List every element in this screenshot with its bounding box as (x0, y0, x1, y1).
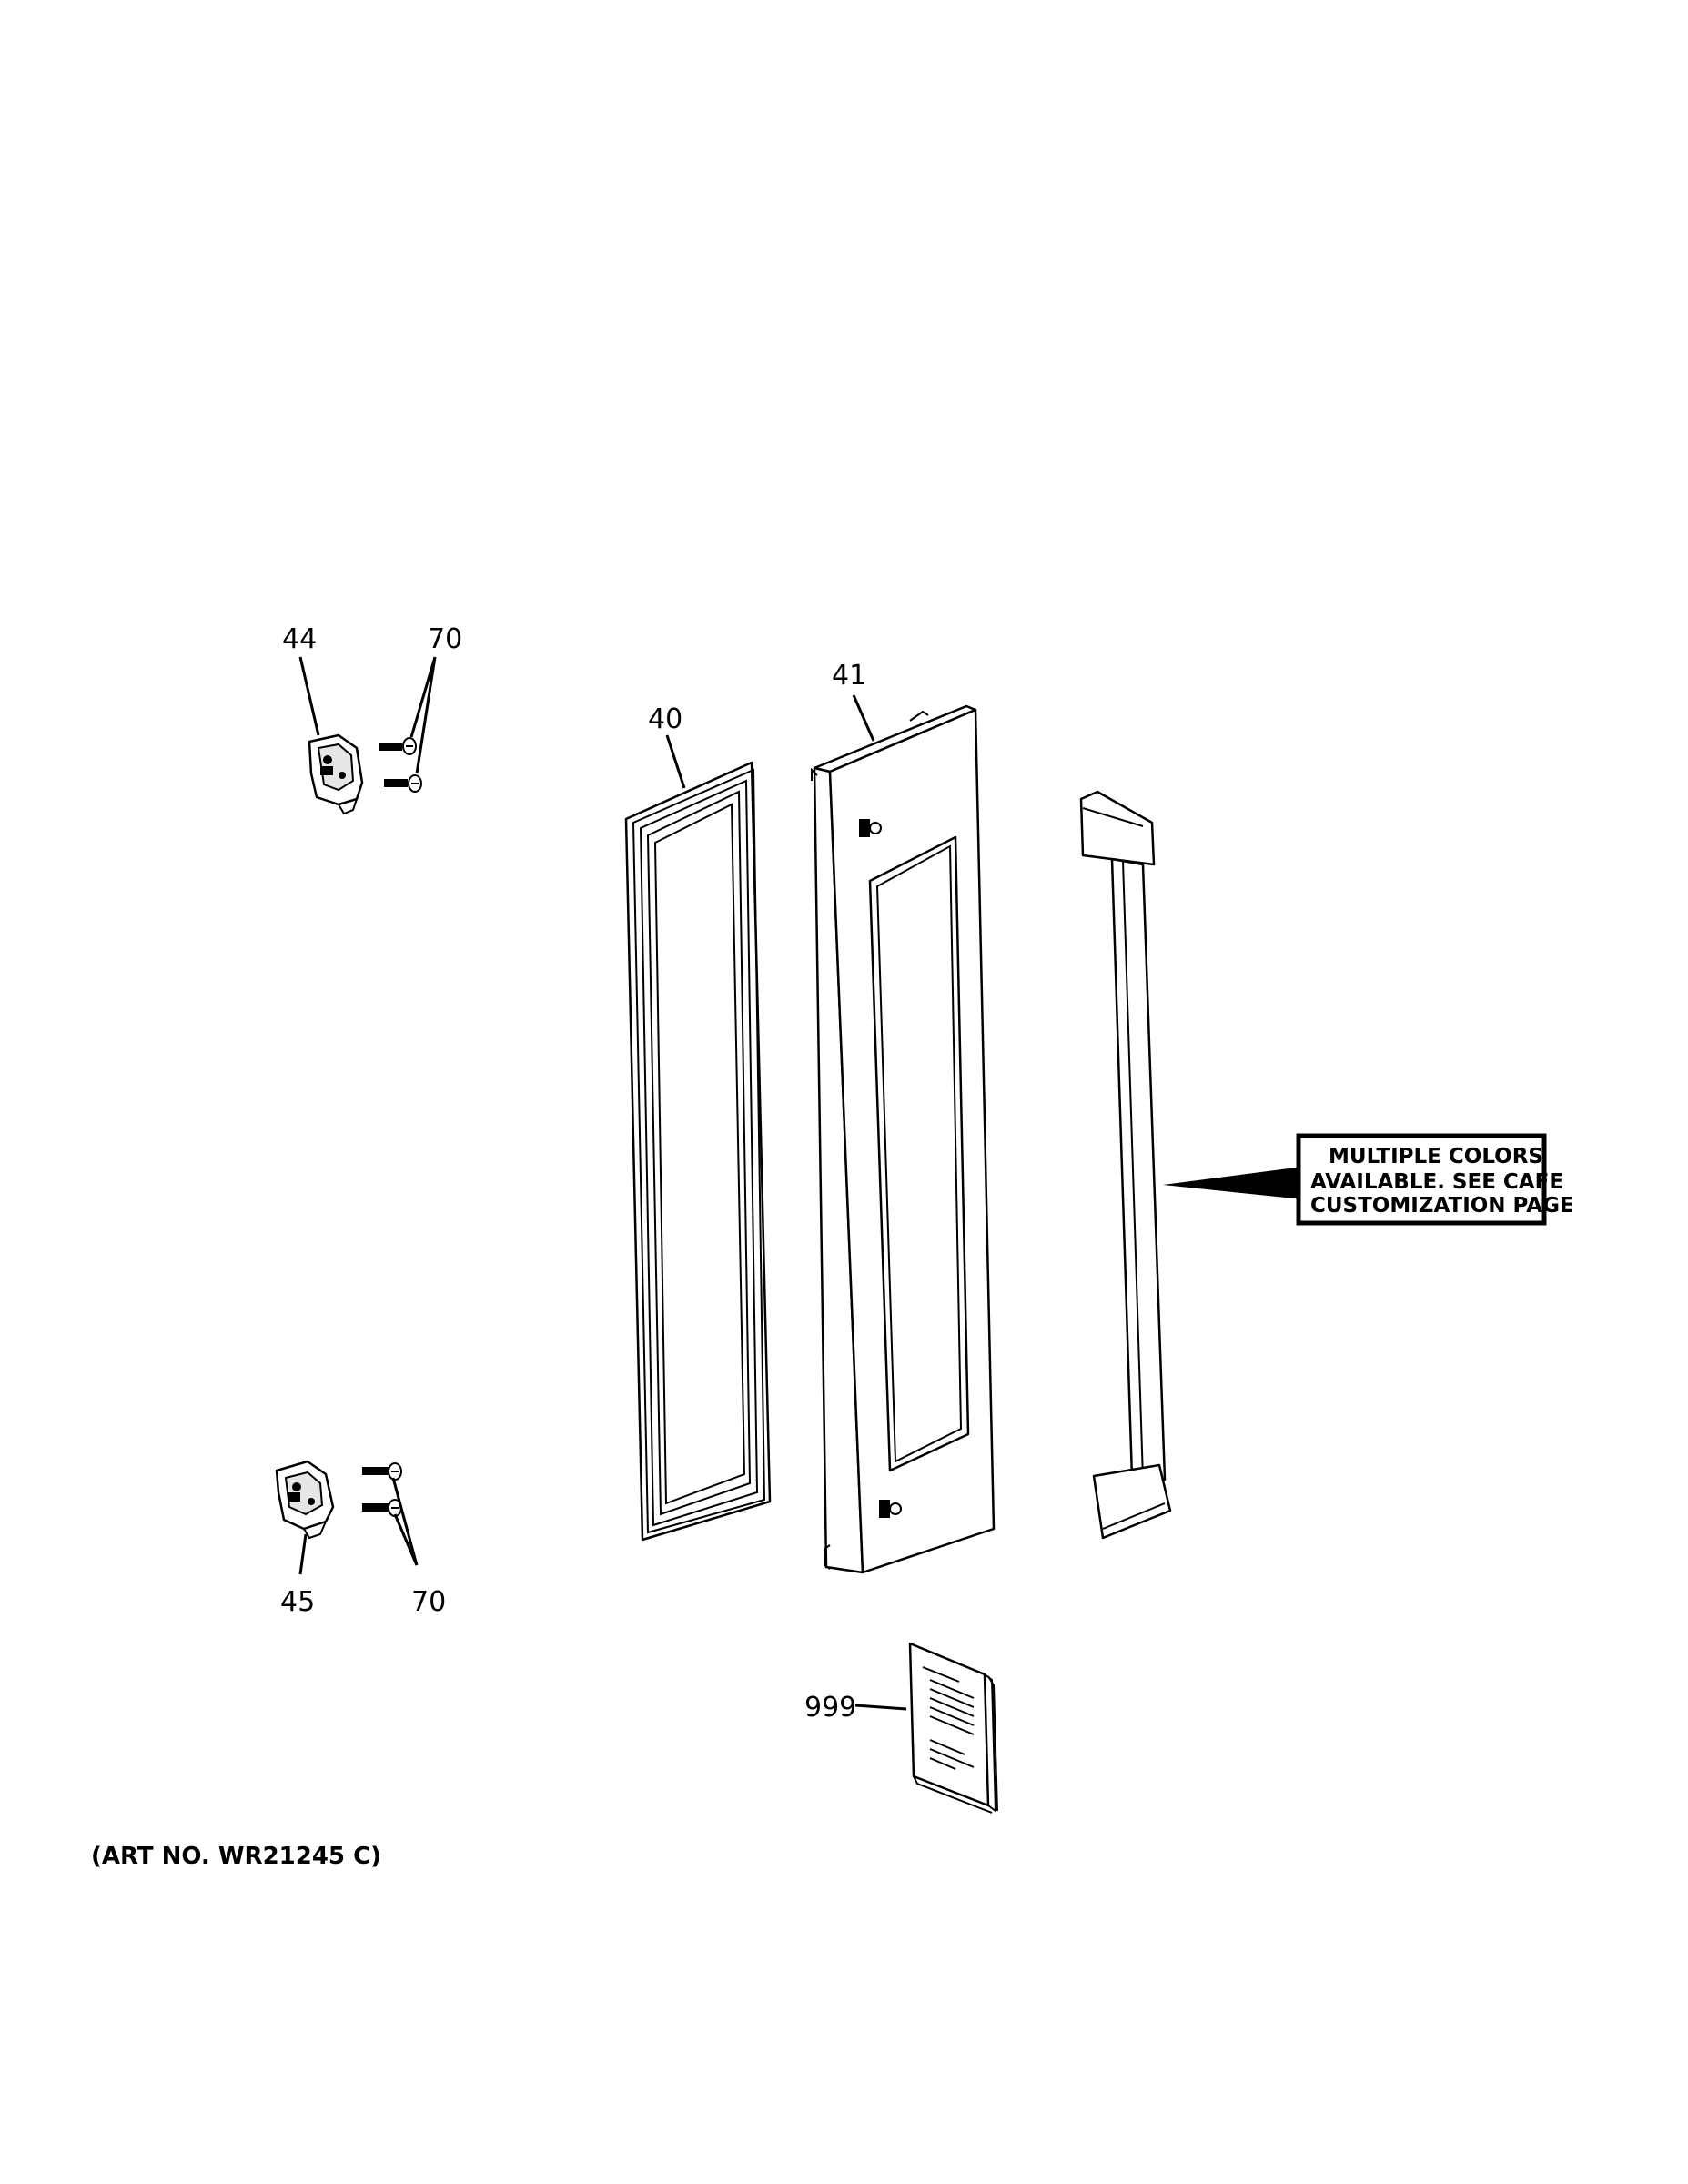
top-screw-lower[interactable] (384, 774, 422, 793)
leader-41 (852, 694, 875, 742)
door-handle-part[interactable] (1079, 790, 1172, 1540)
leader-999 (854, 1704, 907, 1711)
bottom-screw-upper[interactable] (362, 1462, 402, 1481)
top-screw-upper[interactable] (379, 737, 417, 755)
callout-45: 45 (280, 1586, 315, 1618)
art-number: (ART NO. WR21245 C) (91, 1843, 381, 1870)
callout-44: 44 (282, 623, 317, 655)
bottom-leaders (298, 1477, 419, 1575)
callout-70-top: 70 (428, 623, 462, 655)
door-assembly-part[interactable] (811, 704, 996, 1574)
door-gasket-part[interactable] (624, 761, 772, 1542)
callout-70-bottom: 70 (411, 1586, 446, 1618)
owners-manual-part[interactable] (908, 1642, 998, 1814)
top-hinge-part[interactable] (308, 733, 364, 815)
leader-40 (665, 734, 686, 789)
color-options-note: MULTIPLE COLORS AVAILABLE. SEE CAFE CUST… (1163, 1133, 1574, 1226)
callout-41: 41 (832, 660, 866, 692)
bottom-hinge-part[interactable] (275, 1460, 335, 1540)
note-line-3: CUSTOMIZATION PAGE (1310, 1194, 1574, 1218)
note-line-2: AVAILABLE. SEE CAFE (1310, 1170, 1563, 1194)
note-line-1: MULTIPLE COLORS (1329, 1145, 1543, 1168)
callout-40: 40 (648, 703, 682, 735)
bottom-screw-lower[interactable] (362, 1499, 402, 1517)
callout-999: 999 (804, 1692, 856, 1724)
top-leaders (298, 656, 437, 774)
